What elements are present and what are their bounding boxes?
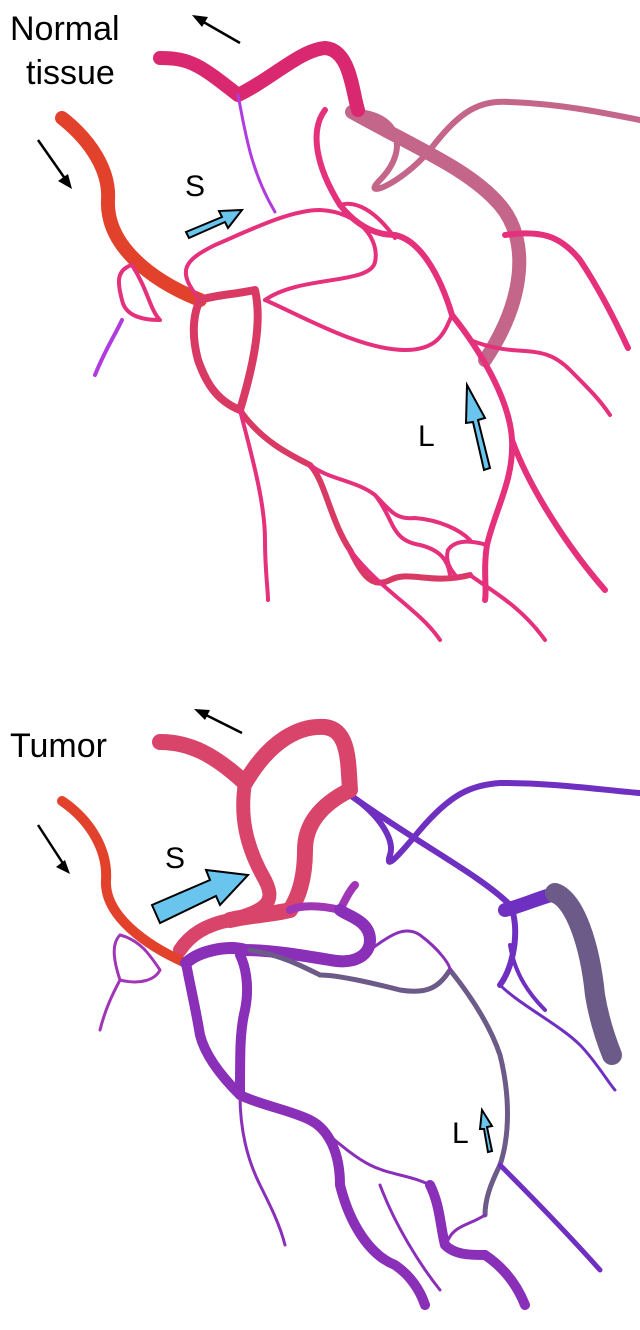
vessel (352, 112, 519, 360)
vessel (352, 102, 640, 189)
outflow-vessel (160, 48, 358, 110)
vessel (240, 955, 247, 1095)
short-path-flow-arrow (186, 210, 242, 238)
vessel (350, 550, 440, 640)
vessel (470, 575, 545, 640)
inflow-direction-arrow (38, 140, 72, 189)
vessel (240, 1095, 285, 1245)
normal-short-path-label: S (185, 170, 205, 203)
vessel (186, 963, 425, 1305)
tumor-long-path-flow-arrow (480, 1110, 492, 1152)
vessel (485, 1255, 525, 1305)
tumor-shunt-vessel (180, 783, 269, 950)
normal-tissue-panel: Normal tissue S L (0, 0, 640, 665)
vessel (100, 980, 120, 1030)
vessel (370, 931, 450, 970)
tumor-flow-arrows (152, 870, 492, 1152)
tumor-outflow-direction-arrow (194, 709, 242, 733)
vessel (310, 465, 470, 540)
vessel (265, 300, 452, 350)
vessel (512, 440, 605, 590)
normal-title-line1: Normal (10, 10, 120, 48)
normal-tissue-network: Normal tissue S L (0, 0, 640, 665)
vessel (194, 290, 258, 410)
vessel (500, 1165, 600, 1270)
arterial-inflow-vessel (62, 118, 200, 300)
tumor-arterial-inflow-vessel (62, 801, 186, 963)
vessel (448, 1215, 485, 1240)
normal-vessel-network (95, 110, 628, 640)
capillary-vessel (238, 95, 275, 212)
tumor-inflow-direction-arrow (38, 825, 70, 874)
tumor-title: Tumor (10, 727, 107, 765)
tumor-panel: Tumor S L (0, 665, 640, 1330)
vessel (95, 320, 122, 375)
normal-long-path-label: L (418, 420, 435, 453)
outflow-direction-arrow (192, 15, 240, 43)
long-path-flow-arrow (466, 385, 490, 470)
vessel (250, 950, 508, 1215)
vessel (447, 542, 487, 578)
normal-flow-arrows (186, 210, 490, 470)
normal-title-line2: tissue (26, 54, 115, 92)
normal-drain-vessels (352, 102, 640, 360)
tumor-long-path-label: L (452, 1117, 469, 1150)
vessel (350, 795, 515, 985)
tumor-short-path-label: S (165, 842, 185, 875)
tumor-network: Tumor S L (0, 665, 640, 1330)
